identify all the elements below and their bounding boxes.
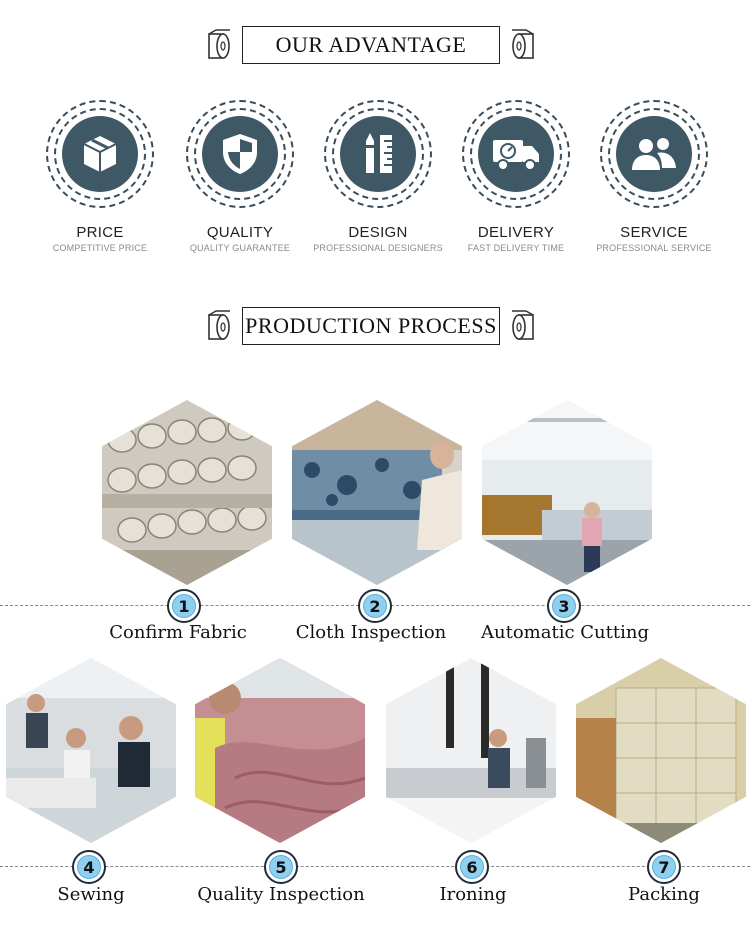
- advantage-header: OUR ADVANTAGE: [0, 26, 750, 66]
- photo-ironing: [386, 658, 556, 843]
- step-number-badge: 6: [455, 850, 489, 884]
- advantage-quality: QUALITY QUALITY GUARANTEE: [170, 100, 310, 253]
- photo-fabric-rolls: [102, 400, 272, 585]
- advantage-service: SERVICE PROFESSIONAL SERVICE: [584, 100, 724, 253]
- process-header: PRODUCTION PROCESS: [0, 307, 750, 347]
- advantage-subtitle: QUALITY GUARANTEE: [189, 243, 291, 253]
- photo-sewing: [6, 658, 176, 843]
- step-label: Confirm Fabric: [109, 622, 247, 643]
- step-label: Sewing: [57, 884, 125, 905]
- step-label: Cloth Inspection: [295, 622, 447, 643]
- fabric-roll-icon: [512, 310, 534, 340]
- photo-packing: [576, 658, 746, 843]
- pencil-ruler-icon: [340, 116, 416, 192]
- advantage-subtitle: PROFESSIONAL DESIGNERS: [313, 243, 443, 253]
- step-number-badge: 4: [72, 850, 106, 884]
- divider-line: [0, 866, 750, 867]
- fabric-roll-icon: [208, 29, 230, 59]
- photo-automatic-cutting: [482, 400, 652, 585]
- photo-quality-inspection: [195, 658, 365, 843]
- box-icon: [62, 116, 138, 192]
- advantage-subtitle: COMPETITIVE PRICE: [52, 243, 148, 253]
- step-number-badge: 3: [547, 589, 581, 623]
- fabric-roll-icon: [208, 310, 230, 340]
- step-label: Ironing: [439, 884, 507, 905]
- section-title: PRODUCTION PROCESS: [242, 307, 500, 345]
- advantage-subtitle: PROFESSIONAL SERVICE: [596, 243, 712, 253]
- photo-cloth-inspection: [292, 400, 462, 585]
- step-label: Automatic Cutting: [481, 622, 649, 643]
- shield-icon: [202, 116, 278, 192]
- advantage-title: PRICE: [76, 224, 124, 241]
- section-title: OUR ADVANTAGE: [242, 26, 500, 64]
- step-number-badge: 2: [358, 589, 392, 623]
- fabric-roll-icon: [512, 29, 534, 59]
- step-number-badge: 5: [264, 850, 298, 884]
- advantage-delivery: DELIVERY FAST DELIVERY TIME: [446, 100, 586, 253]
- step-label: Packing: [628, 884, 700, 905]
- truck-icon: [478, 116, 554, 192]
- step-number-badge: 7: [647, 850, 681, 884]
- step-number-badge: 1: [167, 589, 201, 623]
- advantage-title: DELIVERY: [477, 224, 555, 241]
- advantage-title: QUALITY: [206, 224, 274, 241]
- people-icon: [616, 116, 692, 192]
- advantage-title: DESIGN: [348, 224, 408, 241]
- step-label: Quality Inspection: [197, 884, 365, 905]
- advantage-title: SERVICE: [620, 224, 688, 241]
- advantage-subtitle: FAST DELIVERY TIME: [467, 243, 565, 253]
- advantage-design: DESIGN PROFESSIONAL DESIGNERS: [308, 100, 448, 253]
- advantage-price: PRICE COMPETITIVE PRICE: [30, 100, 170, 253]
